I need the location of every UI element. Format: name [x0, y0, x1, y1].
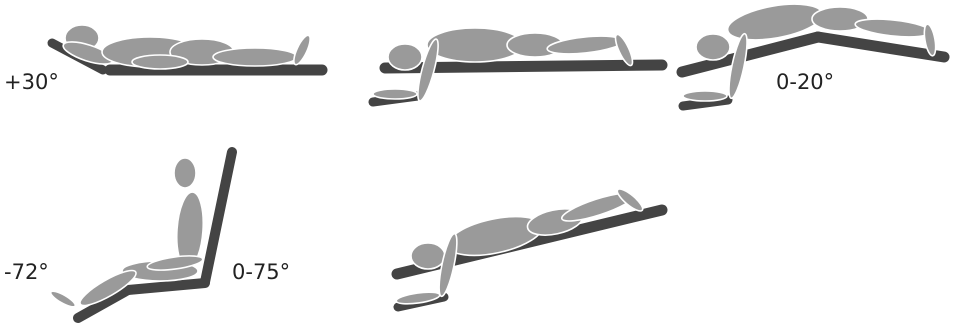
- bed-seat-section: [128, 283, 205, 290]
- figure-supine-incline: [52, 25, 322, 70]
- leg: [854, 16, 931, 40]
- label-tilt-range: 0-20°: [776, 70, 834, 94]
- figure-prone-incline: [396, 186, 662, 307]
- leg: [546, 33, 623, 57]
- patient-body: [61, 25, 313, 69]
- forearm: [132, 55, 188, 69]
- bed-back-section: [205, 152, 232, 282]
- figure-sitting: [49, 152, 232, 318]
- hand: [683, 91, 727, 101]
- label-leg-angle: -72°: [4, 260, 49, 284]
- label-back-range: 0-75°: [232, 260, 290, 284]
- figure-prone-flat: [373, 28, 662, 102]
- head: [388, 44, 422, 70]
- patient-body: [396, 186, 646, 306]
- foot: [49, 289, 77, 310]
- foot: [291, 33, 314, 66]
- head: [174, 158, 196, 188]
- head: [411, 243, 445, 269]
- hand: [373, 89, 417, 99]
- label-incline-angle: +30°: [4, 70, 59, 94]
- head: [696, 34, 730, 60]
- leg: [213, 48, 297, 66]
